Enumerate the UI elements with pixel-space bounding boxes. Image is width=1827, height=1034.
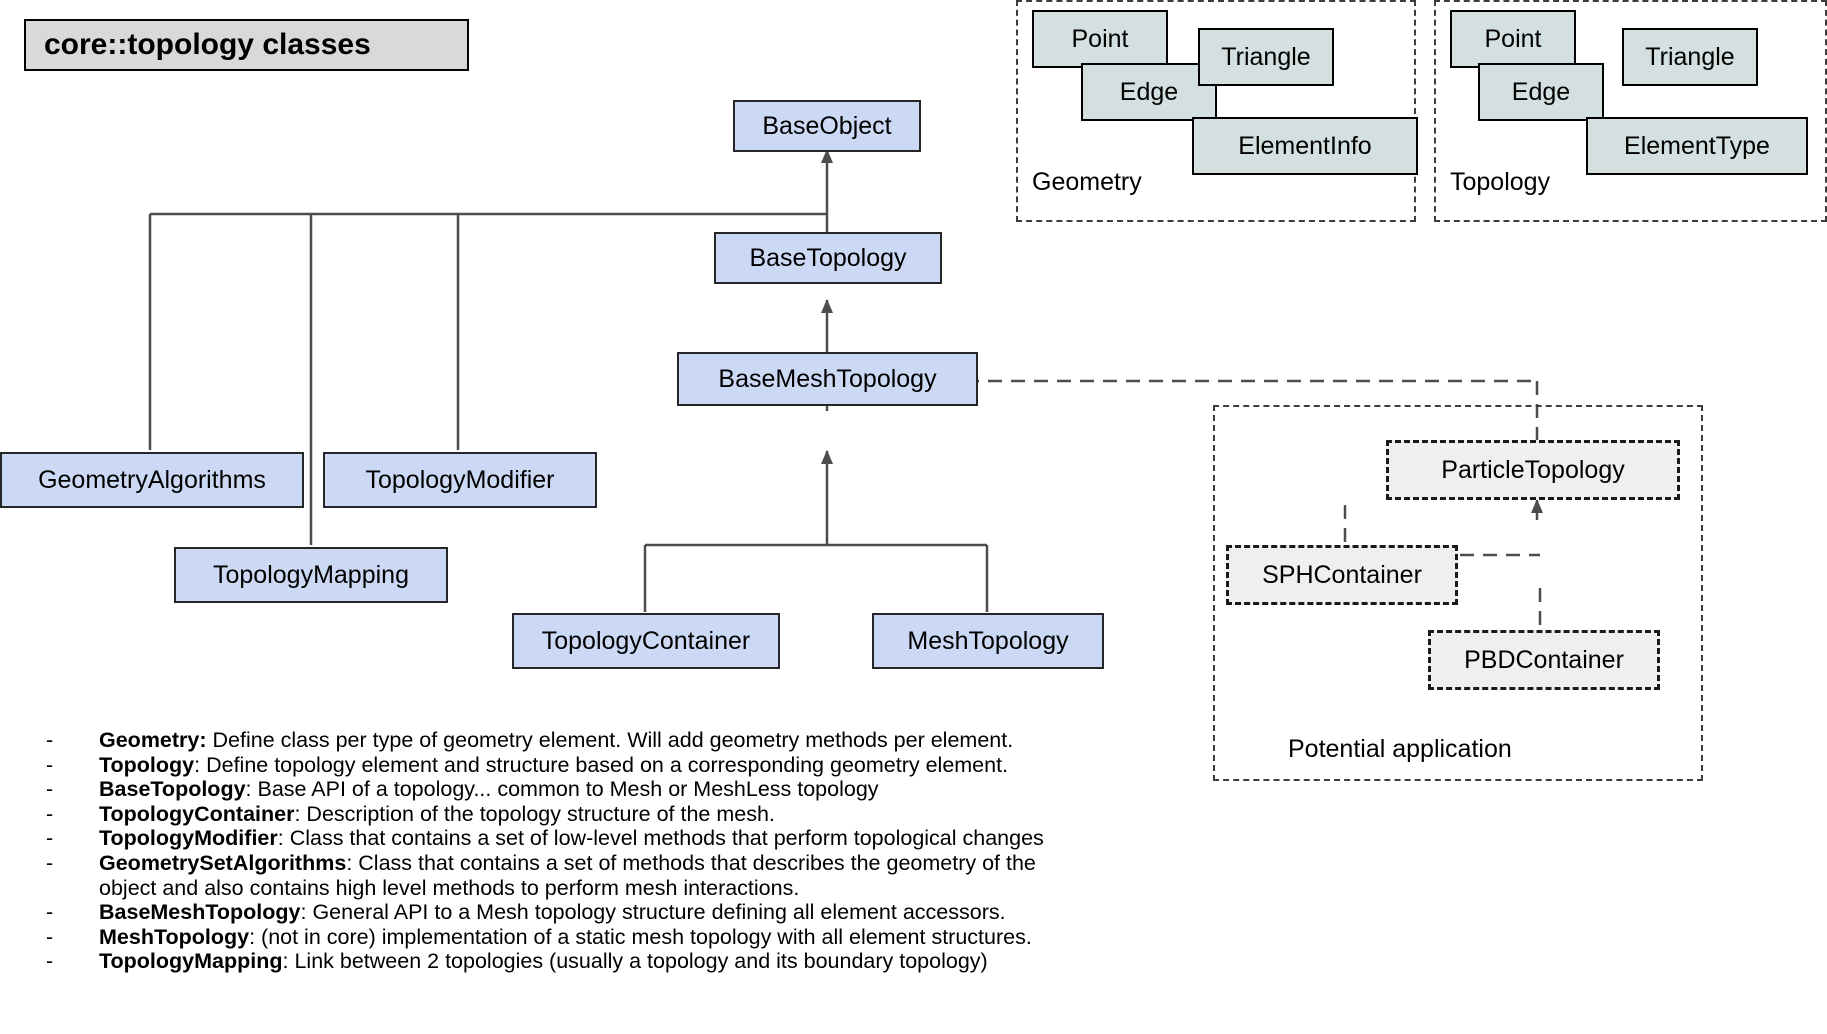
legend-item: - TopologyContainer: Description of the … [46,802,1056,827]
legend-item: - BaseMeshTopology: General API to a Mes… [46,900,1056,925]
legend-term: TopologyContainer [99,801,295,826]
legend-desc: : Class that contains a set of low-level… [277,826,1044,851]
legend-desc: Define class per type of geometry elemen… [206,728,1014,752]
legend-desc: : Base API of a topology... common to Me… [245,777,879,802]
legend-item-text: Topology: Define topology element and st… [99,753,1056,778]
legend-term: TopologyMapping [99,949,283,974]
legend-item-text: TopologyMapping: Link between 2 topologi… [99,949,1056,974]
legend-item: - TopologyModifier: Class that contains … [46,826,1056,851]
legend-term: Topology [99,752,195,777]
proto-box-particletopology[interactable]: ParticleTopology [1386,440,1680,500]
legend-bullet: - [46,900,54,925]
legend-item: - Geometry: Define class per type of geo… [46,728,1056,753]
legend-bullet: - [46,924,54,949]
element-topology-elementtype[interactable]: ElementType [1586,117,1808,175]
element-geometry-point[interactable]: Point [1032,10,1168,68]
legend-bullet: - [46,777,54,802]
class-box-topologycontainer[interactable]: TopologyContainer [512,613,780,669]
element-geometry-triangle[interactable]: Triangle [1198,28,1334,86]
legend-bullet: - [46,728,54,752]
legend-item: - BaseTopology: Base API of a topology..… [46,777,1056,802]
element-geometry-elementinfo[interactable]: ElementInfo [1192,117,1418,175]
legend-desc: : General API to a Mesh topology structu… [300,900,1006,925]
legend-item: - MeshTopology: (not in core) implementa… [46,925,1056,950]
legend-item-text: BaseTopology: Base API of a topology... … [99,777,1056,802]
element-topology-edge[interactable]: Edge [1478,63,1604,121]
legend-item-text: BaseMeshTopology: General API to a Mesh … [99,900,1056,925]
legend-desc: : Link between 2 topologies (usually a t… [282,949,988,974]
legend-item: - TopologyMapping: Link between 2 topolo… [46,949,1056,974]
class-box-basemeshtopology[interactable]: BaseMeshTopology [677,352,978,406]
group-topology-label: Topology [1450,168,1551,196]
legend-item: - Topology: Define topology element and … [46,753,1056,778]
group-potential-application [1213,405,1703,781]
class-box-meshtopology[interactable]: MeshTopology [872,613,1104,669]
legend-term: BaseMeshTopology [99,900,301,925]
legend-item-text: GeometrySetAlgorithms: Class that contai… [99,851,1056,900]
legend-bullet: - [46,949,54,974]
legend-bullet: - [46,850,54,875]
element-topology-triangle[interactable]: Triangle [1622,28,1758,86]
class-box-topologymapping[interactable]: TopologyMapping [174,547,448,603]
legend-item-text: Geometry: Define class per type of geome… [99,728,1056,753]
legend-desc: : Define topology element and structure … [194,752,1009,777]
legend-desc: : Description of the topology structure … [294,801,775,826]
group-geometry-label: Geometry [1032,168,1142,196]
legend-term: TopologyModifier [99,826,278,851]
legend-desc: : Class that contains a set of methods t… [99,850,1036,900]
class-box-geometryalgorithms[interactable]: GeometryAlgorithms [0,452,304,508]
group-potential-application-label: Potential application [1288,735,1512,763]
legend-list: - Geometry: Define class per type of geo… [46,728,1056,974]
group-topology [1434,0,1827,222]
legend-item-text: TopologyContainer: Description of the to… [99,802,1056,827]
proto-box-sphcontainer[interactable]: SPHContainer [1226,545,1458,605]
legend-desc: : (not in core) implementation of a stat… [249,924,1032,949]
class-box-topologymodifier[interactable]: TopologyModifier [323,452,597,508]
legend-bullet: - [46,826,54,851]
page-title: core::topology classes [24,19,469,71]
class-box-basetopology[interactable]: BaseTopology [714,232,942,284]
group-geometry [1016,0,1416,222]
legend-item-text: MeshTopology: (not in core) implementati… [99,925,1056,950]
legend-bullet: - [46,752,54,777]
legend-term: Geometry: [99,728,207,752]
legend-item: - GeometrySetAlgorithms: Class that cont… [46,851,1056,900]
legend-term: GeometrySetAlgorithms [99,850,347,875]
element-topology-point[interactable]: Point [1450,10,1576,68]
legend-item-text: TopologyModifier: Class that contains a … [99,826,1056,851]
element-geometry-edge[interactable]: Edge [1081,63,1217,121]
legend-term: MeshTopology [99,924,250,949]
legend-bullet: - [46,801,54,826]
legend-term: BaseTopology [99,777,246,802]
class-box-baseobject[interactable]: BaseObject [733,100,921,152]
proto-box-pbdcontainer[interactable]: PBDContainer [1428,630,1660,690]
